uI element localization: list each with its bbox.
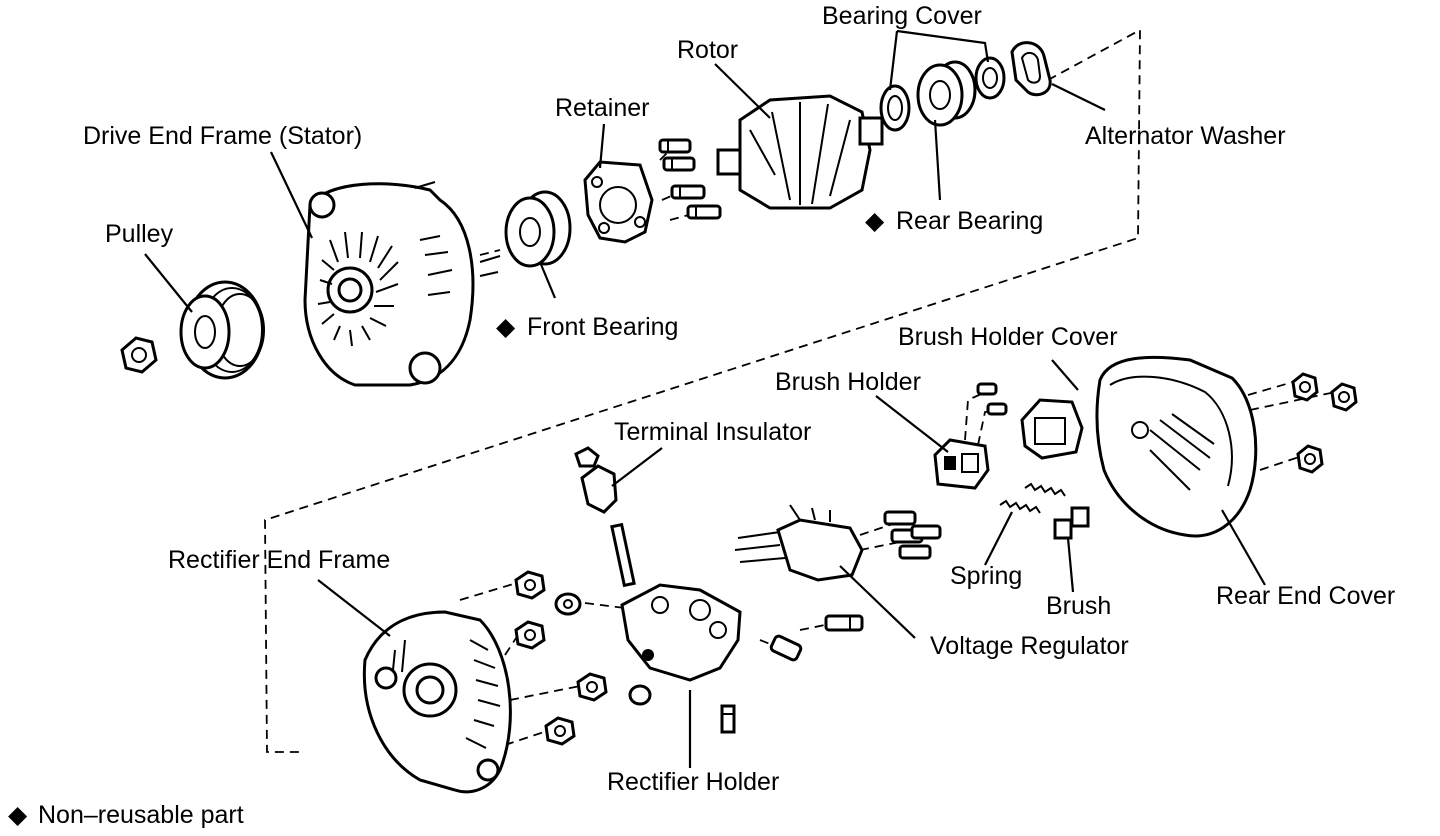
springs	[999, 482, 1066, 514]
brushes	[1053, 506, 1090, 540]
rectifier-holder	[610, 522, 742, 682]
legend-text: Non–reusable part	[38, 801, 244, 829]
label-rectifier-holder: Rectifier Holder	[607, 768, 779, 796]
leader-lines	[144, 29, 1266, 768]
label-rear-end-cover: Rear End Cover	[1216, 582, 1395, 610]
label-brush-holder: Brush Holder	[775, 368, 921, 396]
label-retainer: Retainer	[555, 94, 650, 122]
label-terminal-insulator: Terminal Insulator	[614, 418, 811, 446]
label-alternator-washer: Alternator Washer	[1085, 122, 1286, 150]
brush-holder	[933, 382, 1008, 490]
voltage-regulator-screws	[883, 510, 942, 560]
alternator-washer	[1010, 41, 1052, 97]
assembly-guide-lines	[264, 28, 1346, 753]
bearing-cover-front	[879, 84, 911, 132]
label-spring: Spring	[950, 562, 1022, 590]
legend: ◆ Non–reusable part	[8, 801, 244, 829]
drive-end-frame	[303, 181, 501, 387]
non-reusable-marker-front-bearing: ◆	[496, 313, 516, 341]
front-bearing	[504, 190, 572, 268]
pulley	[179, 280, 265, 380]
pulley-nut	[120, 336, 158, 374]
label-drive-end-frame: Drive End Frame (Stator)	[83, 122, 362, 150]
part-labels: Bearing Cover Rotor Retainer Drive End F…	[83, 2, 1395, 796]
terminal-insulator	[574, 446, 618, 514]
rotor	[716, 94, 884, 210]
label-rectifier-end-frame: Rectifier End Frame	[168, 546, 390, 574]
label-voltage-regulator: Voltage Regulator	[930, 632, 1129, 660]
label-rear-bearing: Rear Bearing	[896, 207, 1043, 235]
rectifier-holder-fasteners	[554, 592, 864, 734]
label-brush: Brush	[1046, 592, 1111, 620]
rear-end-cover	[1095, 355, 1258, 538]
rectifier-end-frame	[362, 610, 512, 794]
label-rotor: Rotor	[677, 36, 738, 64]
label-pulley: Pulley	[105, 220, 174, 248]
label-brush-holder-cover: Brush Holder Cover	[898, 323, 1118, 351]
label-front-bearing: Front Bearing	[527, 313, 678, 341]
legend-symbol: ◆	[8, 801, 28, 829]
non-reusable-marker-rear-bearing: ◆	[865, 207, 885, 235]
bearing-cover-rear	[974, 56, 1006, 100]
rear-end-cover-nuts	[1291, 372, 1358, 474]
label-bearing-cover: Bearing Cover	[822, 2, 982, 30]
voltage-regulator	[734, 504, 864, 582]
retainer-screws	[658, 138, 722, 220]
rear-bearing	[916, 60, 977, 127]
brush-holder-cover	[1020, 398, 1084, 460]
rectifier-end-frame-nuts	[514, 570, 608, 746]
retainer	[583, 160, 654, 244]
